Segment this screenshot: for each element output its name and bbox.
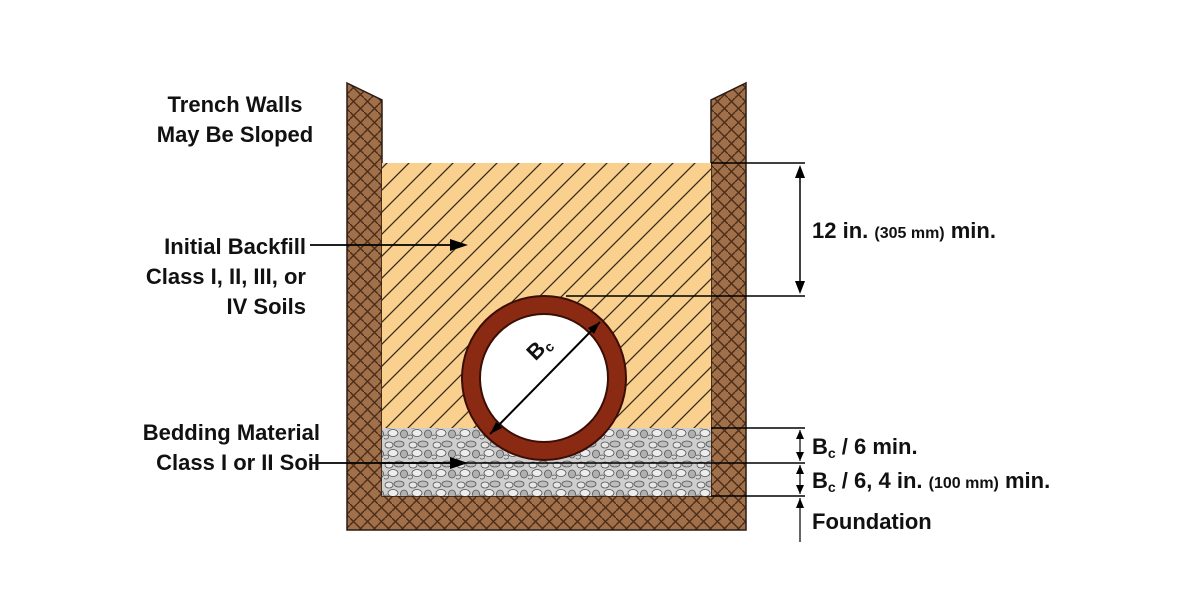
foundation-label: Foundation xyxy=(812,509,932,534)
bedding-material-label: Bedding Material Class I or II Soil xyxy=(142,420,320,475)
cover-dimension-label: 12 in. (305 mm) min. xyxy=(812,218,996,243)
trench-walls-label: Trench Walls May Be Sloped xyxy=(156,92,314,147)
bedding-dimension xyxy=(711,427,805,542)
cover-dimension xyxy=(566,162,805,297)
backfill-leader xyxy=(310,239,468,251)
pipe xyxy=(461,295,627,461)
bedding-upper-dimension-label: Bc / 6 min. xyxy=(812,434,918,461)
initial-backfill-label: Initial Backfill Class I, II, III, or IV… xyxy=(145,234,306,319)
bedding-lower-dimension-label: Bc / 6, 4 in. (100 mm) min. xyxy=(812,468,1051,495)
pipe-diameter-line xyxy=(489,321,601,435)
bedding-leader xyxy=(310,457,468,469)
